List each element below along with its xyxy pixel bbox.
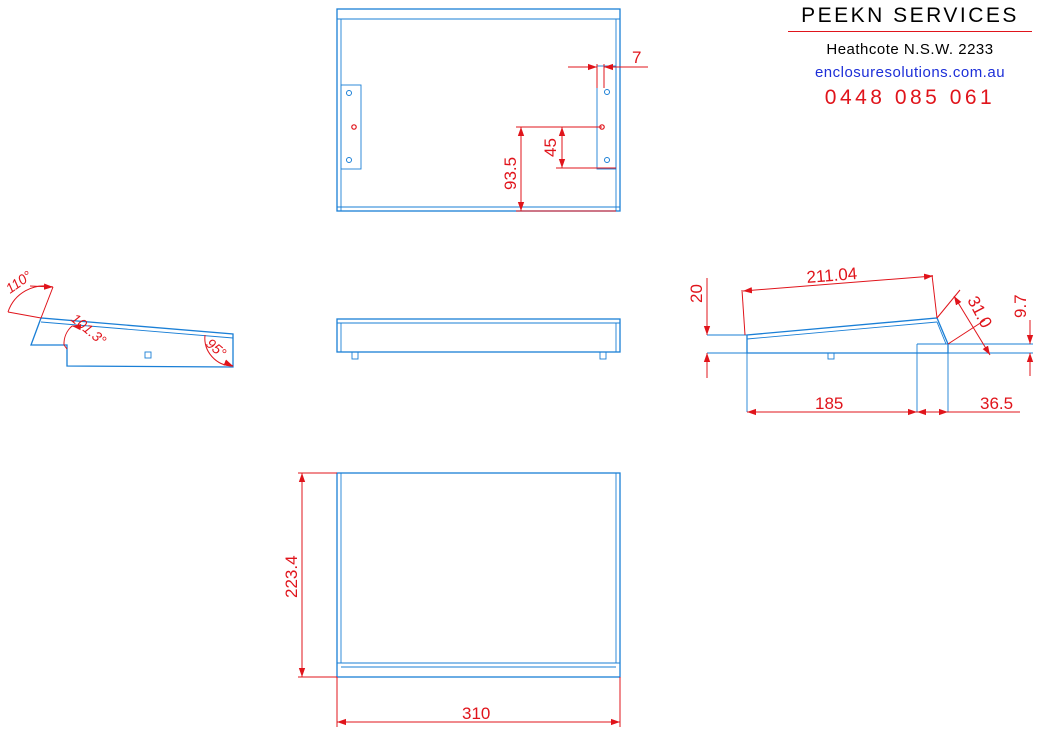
top-view: 7 45 93.5: [336, 8, 648, 212]
angle-top: 101.3°: [68, 310, 110, 349]
company-address: Heathcote N.S.W. 2233: [826, 41, 994, 58]
company-website[interactable]: enclosuresolutions.com.au: [814, 64, 1006, 81]
dim-rear-height: 20: [687, 284, 706, 303]
dim-front-height: 9.7: [1011, 294, 1030, 318]
dim-plan-depth: 223.4: [282, 555, 301, 598]
dim-hole-height: 93.5: [501, 157, 520, 190]
dim-plan-width: 310: [462, 704, 490, 723]
right-side-view: 20 211.04 31.0 9.7 185 36.5: [687, 264, 1034, 416]
plan-view: 223.4 310: [282, 472, 621, 727]
left-side-view: 110° 101.3° 95°: [3, 267, 234, 368]
angle-front: 95°: [203, 335, 230, 361]
angle-rear: 110°: [3, 267, 35, 296]
front-view: [336, 318, 621, 360]
dim-base-length: 185: [815, 394, 843, 413]
dim-hole-offset: 7: [632, 48, 641, 67]
dim-front-length: 31.0: [963, 293, 995, 331]
title-block: PEEKN SERVICES Heathcote N.S.W. 2233 enc…: [780, 2, 1039, 110]
company-name: PEEKN SERVICES: [801, 4, 1019, 27]
dim-top-length: 211.04: [806, 264, 858, 287]
company-underline: [788, 31, 1032, 32]
company-phone: 0448 085 061: [824, 86, 996, 109]
dim-front-base: 36.5: [980, 394, 1013, 413]
dim-hole-spacing: 45: [541, 138, 560, 157]
